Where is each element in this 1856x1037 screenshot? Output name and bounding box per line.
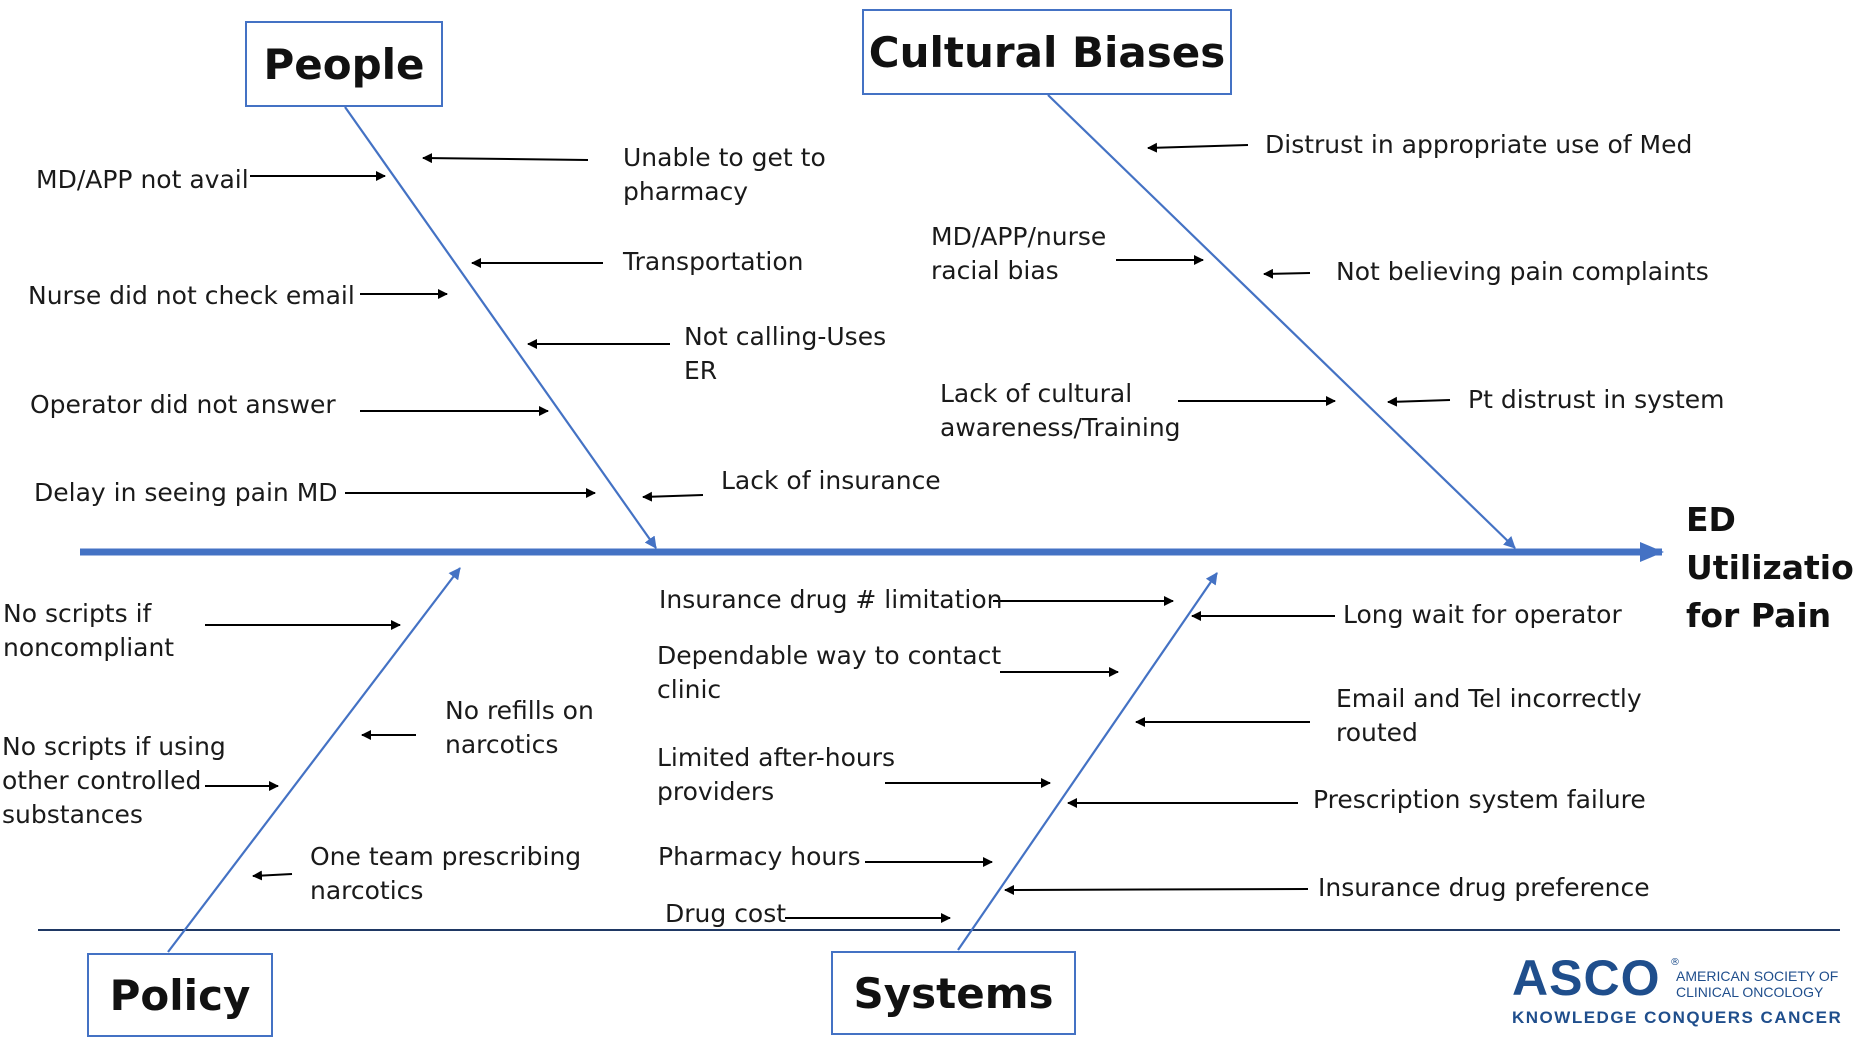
- bone-people: [344, 106, 657, 549]
- logo-brand: ASCO: [1512, 950, 1661, 1006]
- cause-delay-in-seeing-pain-md: Delay in seeing pain MD: [34, 478, 338, 507]
- cause-pt-distrust-in-system: Pt distrust in system: [1468, 385, 1725, 414]
- category-policy: Policy: [87, 953, 273, 1037]
- category-systems: Systems: [831, 951, 1076, 1035]
- bone-policy: [167, 567, 461, 953]
- cause-one-team-prescribing: One team prescribing narcotics: [310, 842, 582, 905]
- cause-pharmacy-hours: Pharmacy hours: [658, 842, 861, 871]
- category-people: People: [245, 21, 443, 107]
- cause-lack-of-cultural-awareness: Lack of cultural awareness/Training: [940, 379, 1181, 442]
- arrow-pt-distrust-in-system: [1387, 396, 1451, 407]
- logo-registered-mark: ®: [1670, 957, 1680, 968]
- arrow-distrust-in-med: [1147, 142, 1249, 153]
- bone-systems: [957, 572, 1218, 951]
- asco-logo: ASCO ® AMERICAN SOCIETY OF CLINICAL ONCO…: [1512, 950, 1847, 1027]
- cause-md-app-not-avail: MD/APP not avail: [36, 165, 249, 194]
- logo-org-name: AMERICAN SOCIETY OF CLINICAL ONCOLOGY: [1676, 968, 1839, 1000]
- cause-dependable-way-to-contact: Dependable way to contact clinic: [657, 641, 1002, 704]
- cause-distrust-in-med: Distrust in appropriate use of Med: [1265, 130, 1693, 159]
- cause-no-refills-on-narcotics: No refills on narcotics: [445, 696, 594, 759]
- cause-drug-cost: Drug cost: [665, 899, 787, 928]
- cause-email-tel-routed: Email and Tel incorrectly routed: [1336, 684, 1642, 747]
- cause-prescription-system-failure: Prescription system failure: [1313, 785, 1646, 814]
- arrow-unable-to-get-to-pharmacy: [422, 153, 589, 164]
- cause-not-calling-uses-er: Not calling-Uses ER: [684, 322, 887, 385]
- cause-nurse-did-not-check-email: Nurse did not check email: [28, 281, 355, 310]
- effect-label: ED Utilization for Pain: [1686, 500, 1856, 635]
- arrow-insurance-drug-preference: [1004, 884, 1309, 895]
- cause-insurance-drug-limitation: Insurance drug # limitation: [659, 585, 1003, 614]
- cause-racial-bias: MD/APP/nurse racial bias: [931, 222, 1107, 285]
- logo-tagline: KNOWLEDGE CONQUERS CANCER: [1512, 1008, 1843, 1027]
- cause-long-wait-for-operator: Long wait for operator: [1343, 600, 1622, 629]
- arrow-one-team-prescribing: [252, 870, 293, 881]
- cause-transportation: Transportation: [623, 247, 804, 276]
- cause-no-scripts-controlled-substances: No scripts if using other controlled sub…: [2, 732, 226, 829]
- cause-no-scripts-noncompliant: No scripts if noncompliant: [3, 599, 175, 662]
- cause-insurance-drug-preference: Insurance drug preference: [1318, 873, 1650, 902]
- cause-unable-to-get-to-pharmacy: Unable to get to pharmacy: [623, 143, 826, 206]
- bone-cultural-biases: [1047, 94, 1516, 549]
- cause-not-believing-pain: Not believing pain complaints: [1336, 257, 1709, 286]
- arrow-lack-of-insurance: [642, 491, 704, 502]
- arrow-not-believing-pain: [1263, 268, 1311, 279]
- category-cultural-biases: Cultural Biases: [862, 9, 1232, 95]
- cause-operator-did-not-answer: Operator did not answer: [30, 390, 336, 419]
- cause-limited-after-hours: Limited after-hours providers: [657, 743, 896, 806]
- cause-lack-of-insurance: Lack of insurance: [721, 466, 941, 495]
